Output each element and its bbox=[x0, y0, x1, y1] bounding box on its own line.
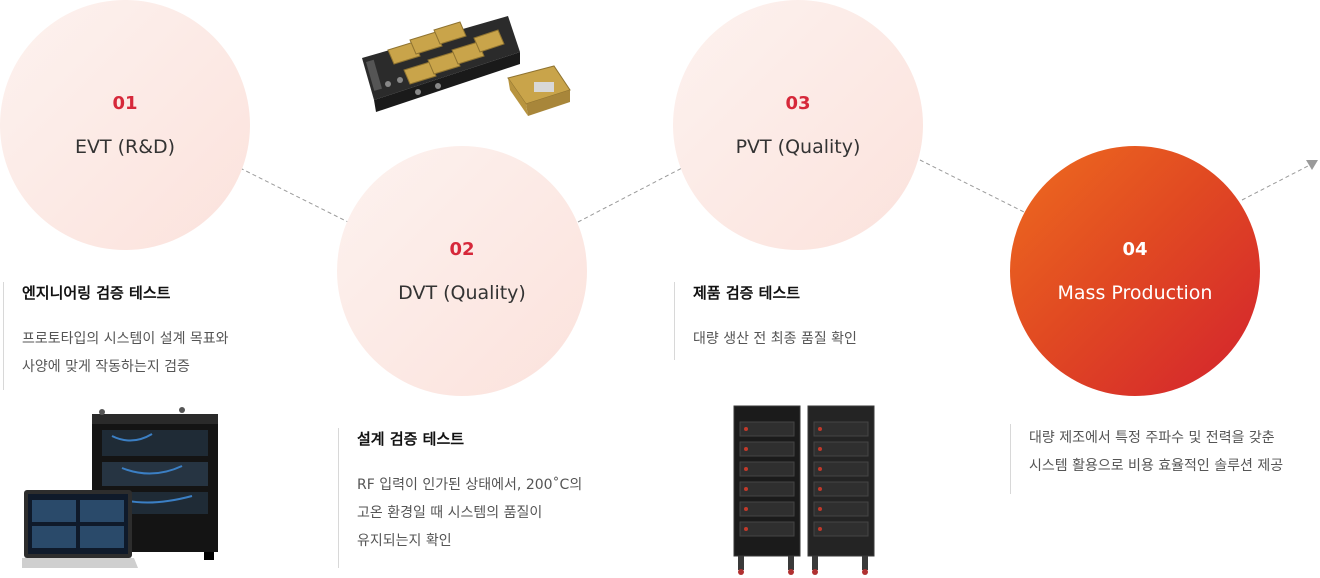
stage-number: 01 bbox=[112, 92, 138, 114]
stage-label: PVT (Quality) bbox=[735, 135, 861, 158]
stage-01-description: 엔지니어링 검증 테스트 프로토타입의 시스템이 설계 목표와 사양에 맞게 작… bbox=[3, 282, 229, 390]
description-line: 시스템 활용으로 비용 효율적인 솔루션 제공 bbox=[1029, 458, 1284, 474]
stage-label: Mass Production bbox=[1057, 281, 1213, 304]
description-title: 설계 검증 테스트 bbox=[357, 430, 465, 448]
description-title: 엔지니어링 검증 테스트 bbox=[22, 284, 171, 302]
stage-01-circle: 01 EVT (R&D) bbox=[0, 0, 250, 250]
description-line: 고온 환경일 때 시스템의 품질이 bbox=[357, 505, 543, 521]
description-line: 대량 제조에서 특정 주파수 및 전력을 갖춘 bbox=[1029, 430, 1275, 446]
stage-02-circle: 02 DVT (Quality) bbox=[337, 146, 587, 396]
stage-label: EVT (R&D) bbox=[74, 135, 176, 158]
description-line: 프로토타입의 시스템이 설계 목표와 bbox=[22, 331, 229, 347]
test-rack-laptop-image bbox=[22, 407, 218, 568]
stage-03-description: 제품 검증 테스트 대량 생산 전 최종 품질 확인 bbox=[674, 282, 857, 360]
cabinet-racks-image bbox=[733, 405, 875, 575]
rf-module-rack-image bbox=[362, 16, 571, 116]
description-line: 유지되는지 확인 bbox=[357, 533, 452, 549]
connector-3-4 bbox=[919, 159, 1025, 213]
description-line: 대량 생산 전 최종 품질 확인 bbox=[693, 331, 857, 347]
stage-number: 02 bbox=[449, 238, 475, 260]
stage-04-description: 대량 제조에서 특정 주파수 및 전력을 갖춘 시스템 활용으로 비용 효율적인… bbox=[1010, 424, 1283, 494]
stage-03-circle: 03 PVT (Quality) bbox=[673, 0, 923, 250]
connector-2-3 bbox=[577, 167, 683, 223]
stage-number: 04 bbox=[1122, 238, 1148, 260]
connector-4-next bbox=[1241, 165, 1309, 201]
stage-04-circle: 04 Mass Production bbox=[1010, 146, 1260, 396]
connector-1-2 bbox=[239, 167, 349, 223]
description-line: RF 입력이 인가된 상태에서, 200˚C의 bbox=[357, 477, 583, 493]
arrow-head-icon bbox=[1306, 160, 1318, 170]
description-title: 제품 검증 테스트 bbox=[693, 284, 801, 302]
stage-label: DVT (Quality) bbox=[398, 281, 526, 304]
stage-number: 03 bbox=[785, 92, 811, 114]
description-line: 사양에 맞게 작동하는지 검증 bbox=[22, 359, 190, 375]
stage-02-description: 설계 검증 테스트 RF 입력이 인가된 상태에서, 200˚C의 고온 환경일… bbox=[338, 428, 582, 568]
